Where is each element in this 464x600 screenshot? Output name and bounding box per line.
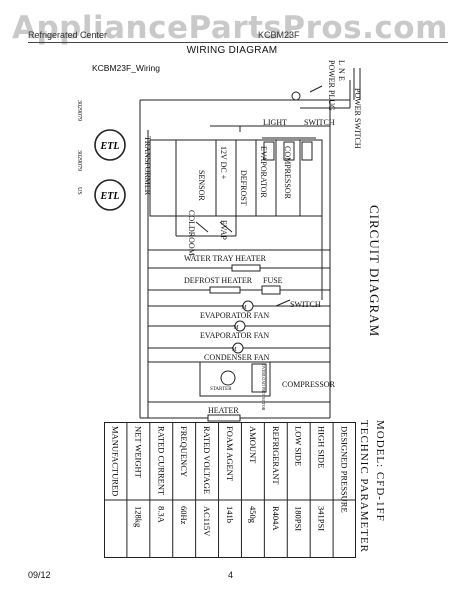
etl-mark-bottom-icon: ETL — [94, 179, 126, 211]
svg-text:ETL: ETL — [100, 141, 120, 152]
evaporator-fan-2-icon — [234, 320, 246, 332]
plug-l-label: L — [337, 60, 346, 65]
svg-text:M: M — [241, 305, 247, 311]
defrost-heater-label: DEFROST HEATER — [184, 276, 253, 285]
circuit-diagram-title: CIRCUIT DIAGRAM — [367, 205, 382, 338]
technic-param-name: REFRIGERANT — [271, 426, 281, 485]
switch-mid-label: SWITCH — [290, 300, 321, 309]
light-label: LIGHT — [263, 118, 287, 127]
evaporator-label: EVAPORATOR — [259, 146, 268, 198]
fuse-element — [261, 285, 281, 295]
header-model: KCBM23F — [258, 30, 300, 40]
header-section: Refrigerated Center — [28, 30, 108, 40]
technic-param-name: NET WEIGHT — [133, 426, 143, 479]
watermark: AppliancePartsPros.com — [12, 10, 448, 46]
technic-param-value: 450g — [248, 506, 258, 524]
technic-param-name: AMOUNT — [248, 426, 258, 464]
coldroom-label: COLDROOM — [187, 210, 196, 256]
footer-page-number: 4 — [228, 570, 234, 580]
heater-element — [207, 414, 241, 422]
technic-table-grid: DESIGNED PRESSURE HIGH SIDE 341PSI LOW SIDE… — [104, 422, 356, 558]
technic-table: DESIGNED PRESSURE HIGH SIDE 341PSI LOW SIDE… — [104, 422, 356, 558]
compressor-box-label: COMPRESSOR — [283, 146, 292, 199]
technic-param-name: LOW SIDE — [294, 426, 304, 466]
compressor-label: COMPRESSOR — [282, 380, 335, 389]
evaporator-fan-1-label: EVAPORATOR FAN — [200, 311, 270, 320]
power-switch-label: POWER SWITCH — [353, 88, 362, 149]
plug-n-label: N — [337, 68, 346, 74]
technic-param-value: AC115V — [202, 506, 212, 537]
dc12-label: 12V DC + — [219, 146, 228, 180]
header-rule — [28, 42, 448, 43]
svg-text:M: M — [231, 347, 237, 353]
defrost-heater-element — [209, 286, 241, 294]
compressor-motor-icon — [220, 370, 236, 386]
svg-text:ETL: ETL — [100, 191, 120, 202]
technic-param-value: R404A — [271, 506, 281, 531]
etl-mark-top-icon: ETL — [94, 129, 126, 161]
technic-parameter-heading: TECHNIC PARAMETER — [358, 420, 370, 554]
transformer-label: TRANSFORMER — [143, 136, 152, 196]
technic-param-value: 180PSI — [294, 506, 304, 531]
technic-param-value: 8.3A — [156, 506, 166, 524]
footer-date: 09/12 — [28, 570, 51, 580]
technic-param-value: 128kg — [133, 506, 143, 528]
technic-table-frame — [104, 422, 356, 558]
plug-e-label: E — [337, 76, 346, 81]
condenser-fan-icon — [232, 342, 244, 354]
fuse-label: FUSE — [263, 276, 283, 285]
svg-text:M: M — [233, 325, 239, 331]
switch-top-label: SWITCH — [304, 118, 335, 127]
technic-param-name: HIGH SIDE — [317, 426, 327, 468]
light-bulb-icon — [291, 91, 301, 101]
technic-param-value: 341PSI — [317, 506, 327, 531]
wiring-model-label: KCBM23F_Wiring — [92, 63, 161, 73]
evap-label: EVAP — [219, 220, 228, 240]
water-tray-heater-label: WATER TRAY HEATER — [184, 254, 266, 263]
defrost-label: DEFROST — [239, 170, 248, 206]
technic-param-name: RATED CURRENT — [156, 426, 166, 496]
sensor-label: SENSOR — [197, 170, 206, 201]
technic-param-name: DESIGNED PRESSURE — [340, 426, 350, 513]
certification-marks: ETL ETL — [94, 129, 126, 211]
technic-param-name: MANUFACTURED — [110, 426, 120, 496]
starter-label: STARTER — [210, 387, 232, 392]
evaporator-fan-1-icon — [242, 300, 254, 312]
model-name-heading: MODEL: CFD-1FF — [374, 420, 386, 522]
technic-param-name: FREQUENCY — [179, 426, 189, 477]
technic-param-name: FOAM AGENT — [225, 426, 235, 482]
condenser-fan-label: CONDENSER FAN — [204, 353, 270, 362]
water-tray-heater-element — [231, 264, 261, 272]
technic-param-name: RATED VOLTAGE — [202, 426, 212, 494]
technic-param-value: 60Hz — [179, 506, 189, 525]
compressor-block — [199, 361, 271, 397]
page-title: WIRING DIAGRAM — [186, 45, 278, 56]
heater-label: HEATER — [208, 406, 239, 415]
evaporator-fan-2-label: EVAPORATOR FAN — [200, 331, 270, 340]
technic-param-value: 141b — [225, 506, 235, 523]
power-plug-label: POWER PLUG — [327, 60, 336, 111]
overload-protector-label: OVERLOAD PROTECTOR — [261, 364, 266, 411]
